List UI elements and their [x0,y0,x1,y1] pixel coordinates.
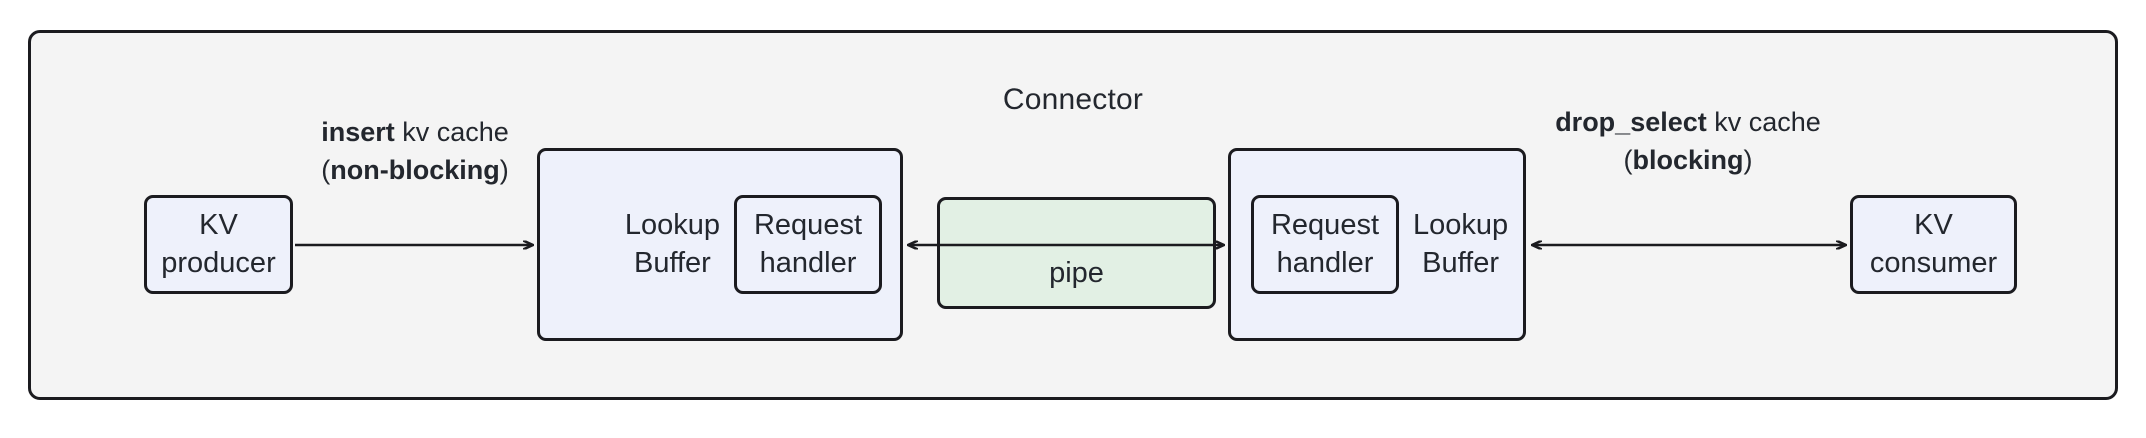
node-lookup-buffer-left[interactable]: Lookup Buffer Request handler [537,148,903,341]
edge-label-drop-select-line2: (blocking) [1526,141,1850,179]
edge-label-drop-select-open: ( [1623,145,1633,176]
node-kv-consumer[interactable]: KV consumer [1850,195,2017,294]
lookup-buffer-left-line2: Buffer [633,246,711,279]
edge-label-drop-select-rest: kv cache [1706,107,1821,137]
edge-label-insert-line2: (non-blocking) [293,151,537,189]
edge-label-drop-select-mode: blocking [1632,145,1744,176]
node-request-handler-left[interactable]: Request handler [734,195,882,294]
edge-label-drop-select: drop_select kv cache (blocking) [1526,103,1850,180]
connector-title: Connector [1002,83,1144,116]
node-kv-producer[interactable]: KV producer [144,195,293,294]
lookup-buffer-right-line2: Buffer [1422,246,1499,279]
node-request-handler-right[interactable]: Request handler [1251,195,1399,294]
edge-label-drop-select-bold: drop_select [1555,107,1707,137]
lookup-buffer-right-line1: Lookup [1413,209,1509,242]
request-handler-left-line1: Request [753,209,862,242]
kv-consumer-line1: KV [1914,209,1953,242]
request-handler-left-line2: handler [759,246,857,279]
edge-label-insert-mode: non-blocking [330,155,500,186]
request-handler-right-line1: Request [1270,209,1379,242]
edge-label-insert-rest: kv cache [394,117,509,147]
kv-producer-line2: producer [161,246,276,279]
edge-label-drop-select-close: ) [1743,145,1753,176]
request-handler-right-line2: handler [1276,246,1374,279]
edge-label-insert-line1: insert kv cache [293,113,537,151]
node-pipe[interactable]: pipe [937,197,1216,309]
edge-label-insert: insert kv cache (non-blocking) [293,113,537,190]
edge-label-drop-select-line1: drop_select kv cache [1526,103,1850,141]
edge-label-insert-close: ) [499,155,509,186]
kv-producer-line1: KV [199,209,238,242]
kv-consumer-line2: consumer [1869,246,1998,279]
lookup-buffer-left-line1: Lookup [624,209,720,242]
pipe-label: pipe [1049,256,1104,289]
edge-label-insert-bold: insert [321,117,395,147]
node-lookup-buffer-right[interactable]: Request handler Lookup Buffer [1228,148,1526,341]
lookup-buffer-left-label: Lookup Buffer [625,207,720,281]
edge-label-insert-open: ( [321,155,331,186]
lookup-buffer-right-label: Lookup Buffer [1413,207,1508,281]
